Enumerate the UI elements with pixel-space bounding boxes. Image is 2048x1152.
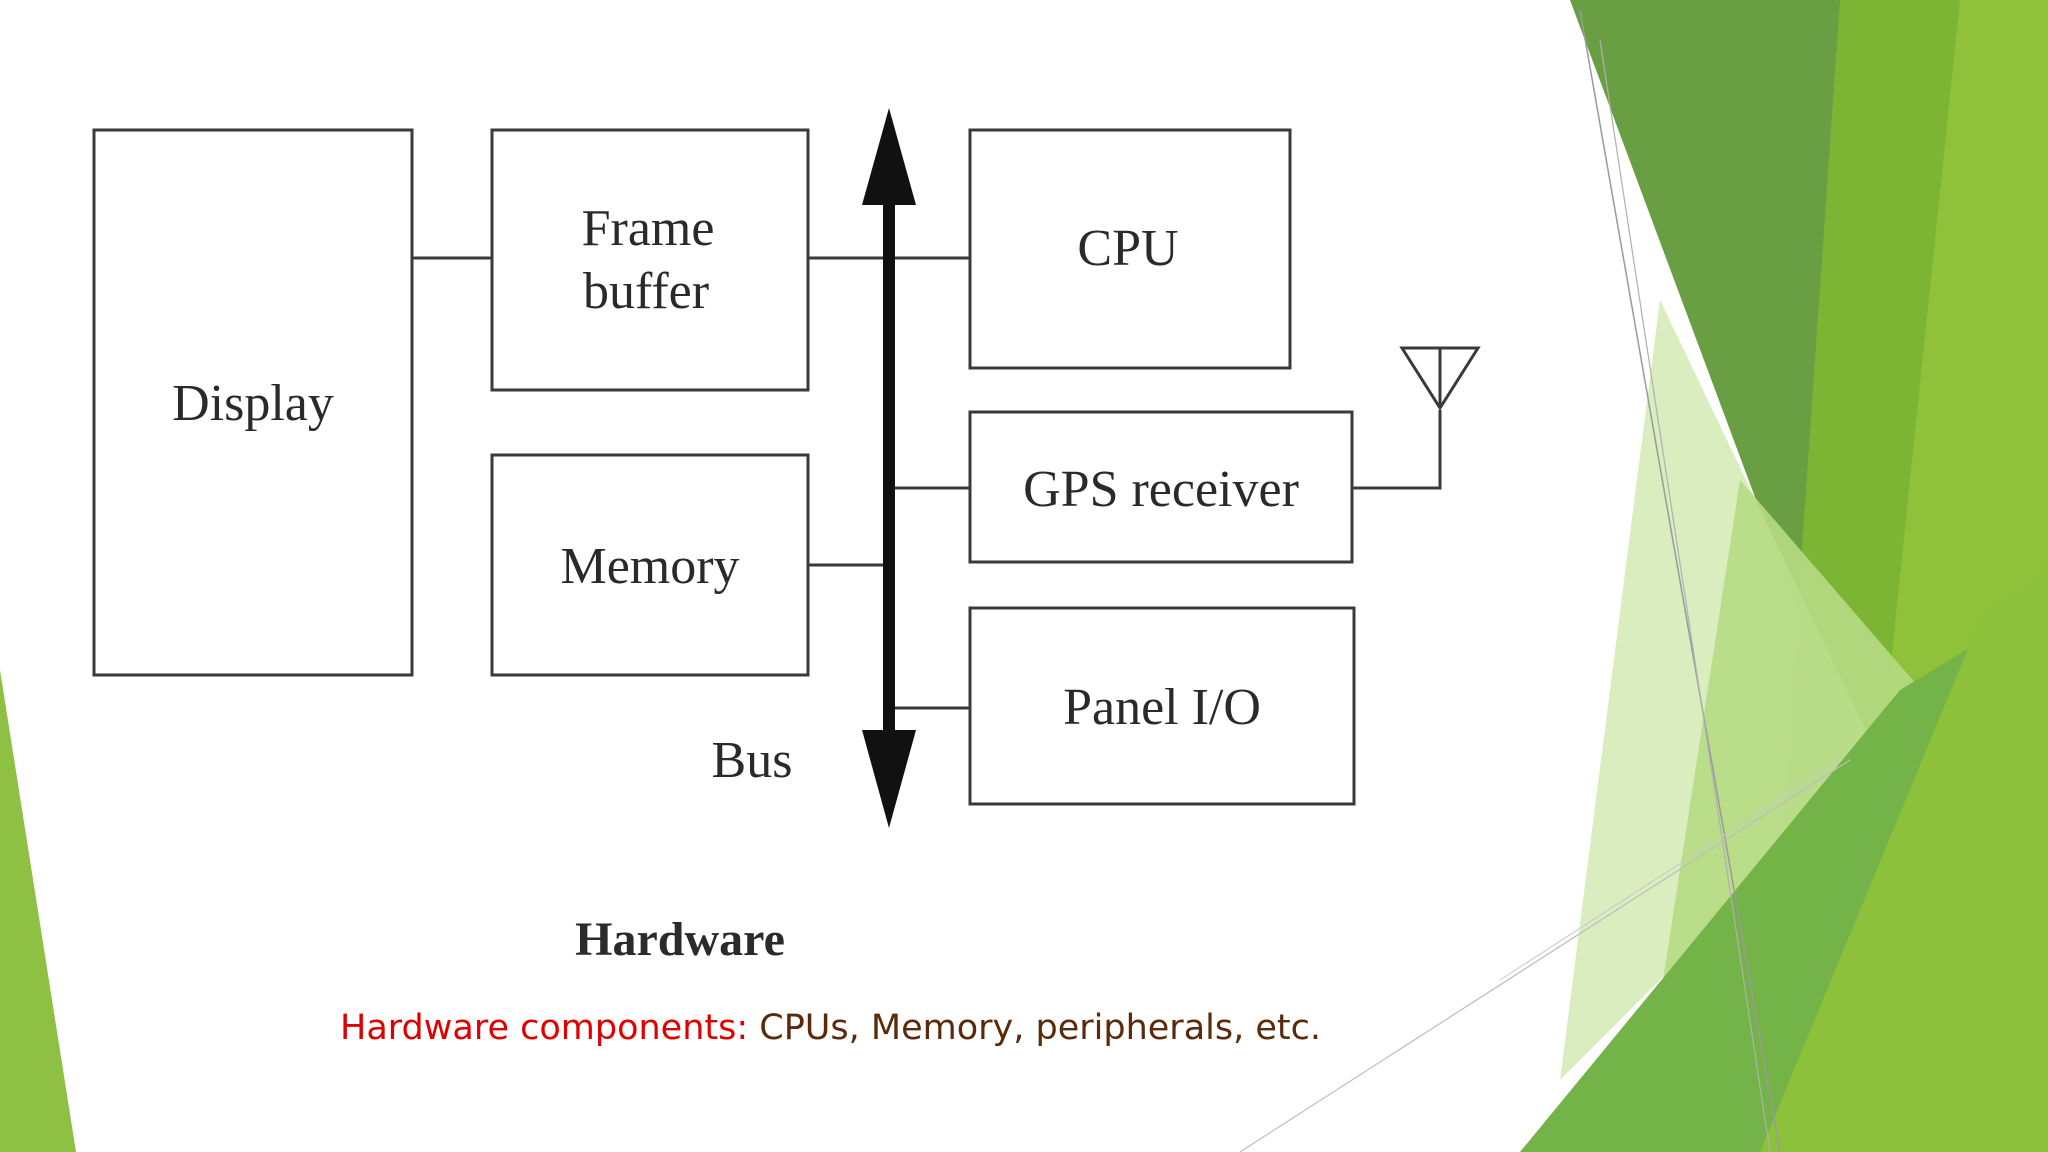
frame-buffer-label-line2: buffer — [583, 263, 709, 320]
caption-key: Hardware components: — [340, 1008, 749, 1048]
cpu-block — [968, 128, 1292, 370]
memory-block — [490, 453, 810, 677]
caption-rest: CPUs, Memory, peripherals, etc. — [748, 1008, 1321, 1048]
left-green-wedge — [0, 670, 76, 1152]
display-label: Display — [172, 375, 334, 432]
panel-io-label: Panel I/O — [1063, 679, 1261, 736]
display-block — [92, 128, 414, 677]
bus-label: Bus — [712, 732, 793, 789]
decor-thin-line-2 — [1599, 39, 1771, 1152]
decor-thin-line-4 — [1499, 759, 1841, 981]
gps-receiver-label: GPS receiver — [1023, 461, 1299, 518]
panel-io-block — [968, 606, 1356, 806]
gps-antenna-wire — [1352, 410, 1442, 490]
frame-buffer-label-line1: Frame — [582, 200, 715, 257]
bus-arrow-up-icon — [862, 108, 916, 205]
decor-thin-line-1 — [1579, 9, 1781, 1152]
memory-label: Memory — [560, 538, 739, 595]
decor-thin-line-3 — [1239, 759, 1851, 1152]
bus-line — [883, 195, 895, 740]
right-light-green-triangle — [1660, 480, 1930, 1000]
slide-caption: Hardware components: CPUs, Memory, perip… — [340, 1008, 1321, 1048]
hardware-section-label: Hardware — [575, 913, 785, 966]
right-bottom-bright-triangle — [1760, 560, 2048, 1152]
bus-arrow-down-icon — [862, 730, 916, 828]
cpu-label: CPU — [1077, 220, 1178, 277]
frame-buffer-block — [490, 128, 810, 392]
